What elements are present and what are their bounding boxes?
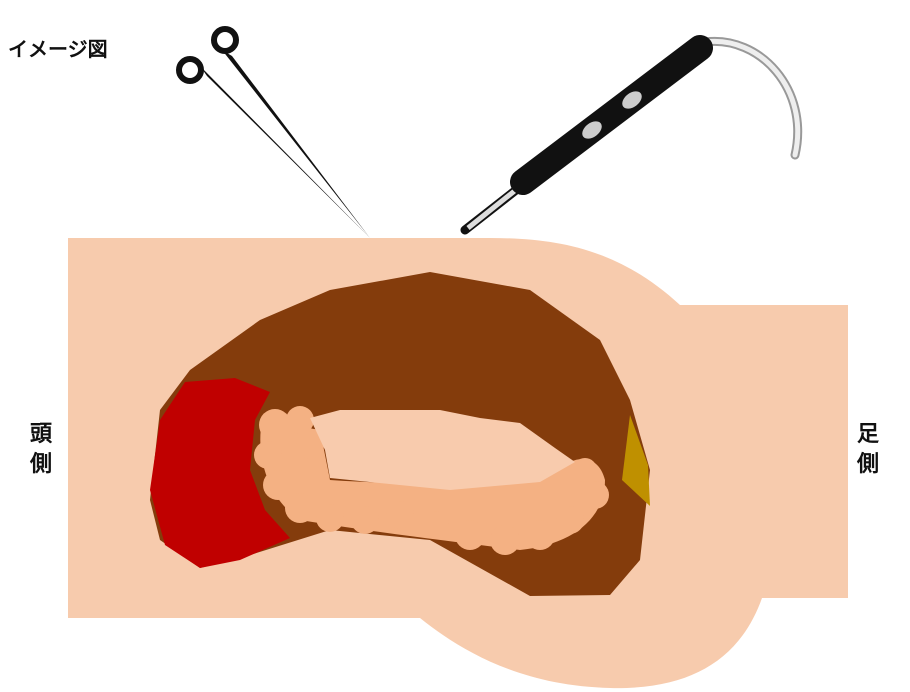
head-side-label: 頭側 xyxy=(30,422,53,477)
yellow-region xyxy=(622,415,650,506)
figure-title: イメージ図 xyxy=(8,37,108,61)
red-region xyxy=(150,378,290,568)
scissors-icon xyxy=(176,26,370,238)
foot-side-label: 足側 xyxy=(857,422,880,477)
pale-region xyxy=(310,410,575,490)
electrosurgical-pen-icon xyxy=(460,35,803,235)
